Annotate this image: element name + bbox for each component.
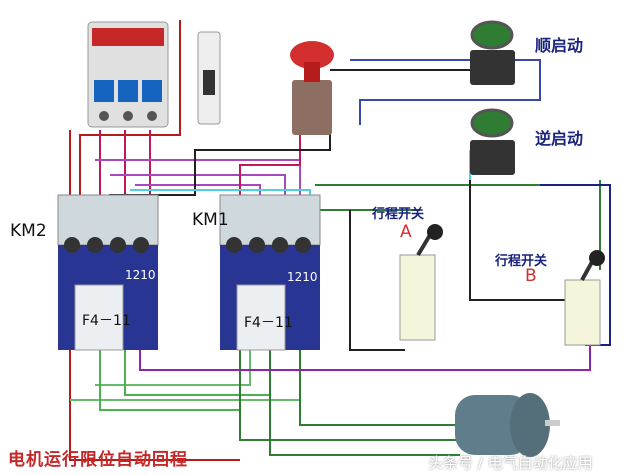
limit-switch-a-letter: A xyxy=(400,222,412,242)
limit-switch-a-label: 行程开关 xyxy=(372,207,425,222)
wire-black-2 xyxy=(349,180,575,351)
reverse-start-label: 逆启动 xyxy=(535,129,584,148)
watermark: 头条号 / 电气自动化应用 xyxy=(428,454,593,472)
fuse-breaker xyxy=(197,31,221,125)
wire-phase xyxy=(99,130,151,205)
km2-code: 1210 xyxy=(125,268,156,282)
limit-switch-b-letter: B xyxy=(525,266,537,286)
contactor-km1 xyxy=(219,194,321,351)
km2-relay-label: F4－11 xyxy=(82,313,131,329)
motor xyxy=(455,393,560,457)
limit-switch-a xyxy=(399,224,443,341)
circuit-breaker xyxy=(87,21,169,128)
contactor-km2 xyxy=(57,194,159,351)
wire-motor xyxy=(239,340,460,456)
km1-relay-label: F4－11 xyxy=(244,315,293,331)
km1-code: 1210 xyxy=(287,270,318,284)
forward-start-label: 顺启动 xyxy=(535,36,584,55)
wire-red-2 xyxy=(79,20,181,200)
wire-pink xyxy=(239,130,301,205)
wire-purple-2 xyxy=(139,330,591,371)
km1-label: KM1 xyxy=(192,210,229,230)
diagram-title: 电机运行限位自动回程 xyxy=(8,450,188,470)
stop-button xyxy=(290,41,334,135)
km2-label: KM2 xyxy=(10,221,47,241)
limit-switch-b-label: 行程开关 xyxy=(495,254,548,269)
forward-start-button xyxy=(470,20,515,85)
reverse-start-button xyxy=(470,108,515,175)
limit-switch-b xyxy=(564,250,605,346)
wire-green xyxy=(299,180,601,270)
wire-green-3 xyxy=(99,350,270,411)
